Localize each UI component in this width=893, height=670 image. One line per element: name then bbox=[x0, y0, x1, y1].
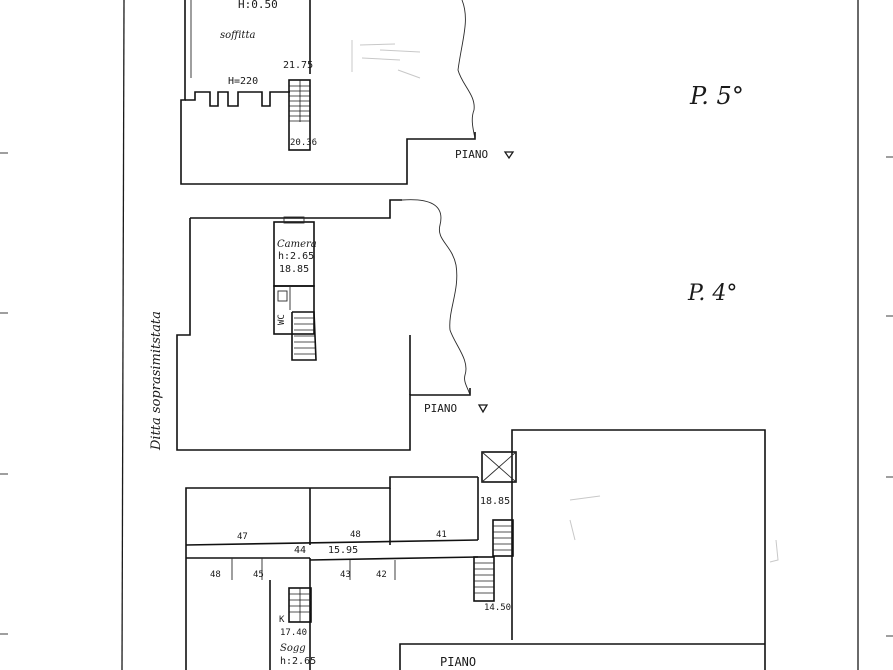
floor-3-plan: 18.85 14.50 15.95 47 48 41 44 48 45 43 4… bbox=[185, 429, 779, 670]
floor-4-plan: Camera h:2.65 18.85 WC PIANO P. 4° bbox=[176, 199, 737, 451]
floor-3-kitchen-label: K bbox=[279, 615, 285, 625]
floor-5-height-label: H=220 bbox=[228, 76, 258, 87]
floor-3-level-stair: 14.50 bbox=[484, 603, 511, 613]
floor-5-level-bottom: 20.36 bbox=[290, 138, 317, 148]
floor-3-dim-48b: 48 bbox=[210, 570, 221, 580]
side-annotation: Ditta soprasimitstata bbox=[149, 311, 164, 451]
floor-3-level-corridor: 15.95 bbox=[328, 545, 358, 556]
floor-4-room-name: Camera bbox=[277, 239, 317, 250]
floor-3-piano-label: PIANO bbox=[440, 655, 476, 669]
floor-3-dim-45: 45 bbox=[253, 570, 264, 580]
floor-5-plan: H:0.50 soffitta 21.75 H=220 20.36 PIANO … bbox=[180, 0, 744, 185]
floor-3-dim-48a: 48 bbox=[350, 530, 361, 540]
floor-3-room-height: h:2.65 bbox=[280, 656, 316, 667]
floor-4-level: 18.85 bbox=[279, 264, 309, 275]
floor-3-dim-41: 41 bbox=[436, 530, 447, 540]
floor-3-dim-43: 43 bbox=[340, 570, 351, 580]
floor-5-down-arrow-icon bbox=[503, 151, 515, 160]
floor-5-piano-label: PIANO bbox=[455, 148, 488, 161]
floor-4-floor-mark: P. 4° bbox=[687, 281, 737, 306]
floor-5-level-top: 21.75 bbox=[283, 60, 313, 71]
floor-3-room-name: Sogg bbox=[280, 643, 306, 654]
floor-3-level-landing: 18.85 bbox=[480, 496, 510, 507]
floor-5-room-name: soffitta bbox=[220, 30, 255, 41]
floor-4-down-arrow-icon bbox=[477, 404, 489, 414]
floor-4-wc-label: WC bbox=[277, 314, 287, 325]
floor-3-dim-47: 47 bbox=[237, 532, 248, 542]
floor-4-room-height: h:2.65 bbox=[278, 251, 314, 262]
floor-5-floor-mark: P. 5° bbox=[689, 82, 744, 110]
floor-3-level-kitchen: 17.40 bbox=[280, 628, 307, 638]
floor-3-dim-44: 44 bbox=[294, 545, 306, 556]
floor-3-dim-42: 42 bbox=[376, 570, 387, 580]
floor-4-piano-label: PIANO bbox=[424, 402, 457, 415]
floor-5-room-height: H:0.50 bbox=[238, 0, 278, 11]
